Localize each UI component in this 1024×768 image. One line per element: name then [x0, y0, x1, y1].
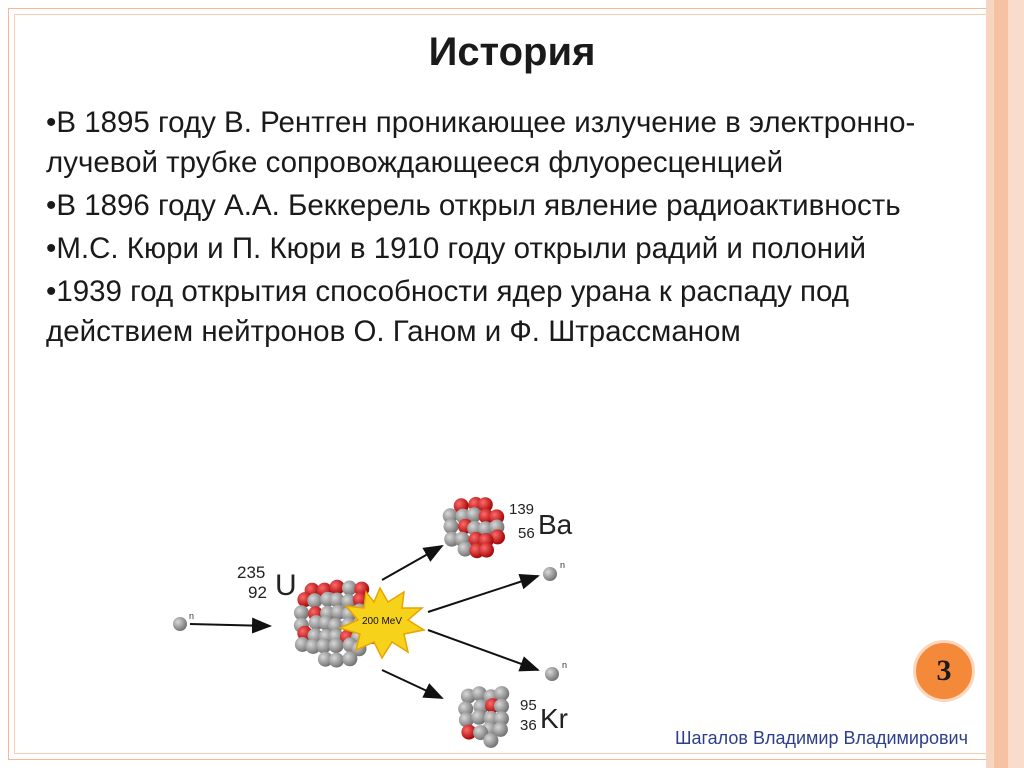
- nucleon: [443, 518, 459, 534]
- decor-bar: [1008, 0, 1024, 768]
- nucleon: [341, 580, 357, 596]
- nucleon: [458, 701, 474, 717]
- neutron-label: n: [189, 611, 194, 621]
- barium-nucleus: [442, 497, 505, 559]
- nucleon: [457, 541, 473, 557]
- slide-title: История: [428, 30, 596, 74]
- nucleon: [327, 618, 343, 633]
- arrow: [427, 629, 540, 672]
- nucleon: [444, 531, 460, 547]
- nucleon: [305, 639, 321, 654]
- decor-bar: [986, 0, 994, 768]
- krypton-symbol: Kr: [540, 703, 568, 734]
- arrow: [381, 545, 444, 581]
- outgoing-neutron: [545, 667, 559, 681]
- arrow: [427, 573, 540, 613]
- decor-bar: [994, 0, 1008, 768]
- nucleon: [477, 497, 493, 513]
- krypton-mass: 95: [520, 697, 537, 714]
- bullet-list: •В 1895 году В. Рентген проникающее излу…: [46, 103, 946, 355]
- uranium-mass: 235: [237, 563, 265, 582]
- energy-burst: [337, 586, 426, 660]
- page-number-badge: 3: [913, 640, 975, 702]
- nucleon: [329, 592, 345, 608]
- neutron-label: n: [562, 660, 567, 670]
- uranium-symbol: U: [275, 569, 297, 602]
- bullet-item: •1939 год открытия способности ядер уран…: [46, 275, 849, 348]
- fission-diagram: n 235 92 U 200 MeV 139 56 Ba 95 36 Kr n …: [173, 497, 573, 748]
- nucleon: [492, 721, 508, 737]
- nucleon: [328, 638, 344, 654]
- nucleon: [466, 507, 482, 523]
- arrow: [381, 669, 444, 699]
- bullet-item: •В 1895 году В. Рентген проникающее излу…: [46, 106, 916, 179]
- energy-label: 200 MeV: [362, 616, 402, 627]
- bullet-item: •М.С. Кюри и П. Кюри в 1910 году открыли…: [46, 232, 867, 265]
- nucleon: [479, 542, 494, 558]
- nucleon: [483, 732, 499, 748]
- nucleon: [329, 652, 344, 668]
- nucleon: [478, 521, 493, 537]
- nucleon: [461, 724, 477, 740]
- nucleon: [317, 651, 333, 667]
- nucleon: [293, 605, 309, 621]
- nucleon: [342, 651, 358, 667]
- nucleon: [494, 698, 509, 714]
- barium-mass: 139: [509, 501, 534, 518]
- krypton-nucleus: [458, 686, 510, 748]
- uranium-nucleus: [293, 579, 380, 668]
- author-name: Шагалов Владимир Владимирович: [674, 728, 968, 748]
- nucleon: [494, 686, 510, 702]
- nucleon: [316, 638, 332, 654]
- nucleon: [473, 725, 489, 741]
- arrow: [189, 617, 272, 634]
- nucleon: [490, 529, 505, 545]
- barium-atomic: 56: [518, 525, 535, 542]
- uranium-atomic: 92: [248, 583, 267, 602]
- nucleon: [329, 579, 345, 595]
- bullet-item: •В 1896 году А.А. Беккерель открыл явлен…: [46, 189, 901, 222]
- neutron-label: n: [560, 560, 565, 570]
- nucleon: [471, 709, 487, 725]
- nucleon: [458, 712, 474, 728]
- barium-symbol: Ba: [538, 509, 573, 540]
- nucleon: [467, 520, 483, 536]
- nucleon: [494, 711, 509, 727]
- nucleon: [307, 593, 323, 609]
- incoming-neutron: [173, 617, 187, 631]
- krypton-atomic: 36: [520, 717, 537, 734]
- outgoing-neutron: [543, 567, 557, 581]
- nucleon: [471, 686, 487, 702]
